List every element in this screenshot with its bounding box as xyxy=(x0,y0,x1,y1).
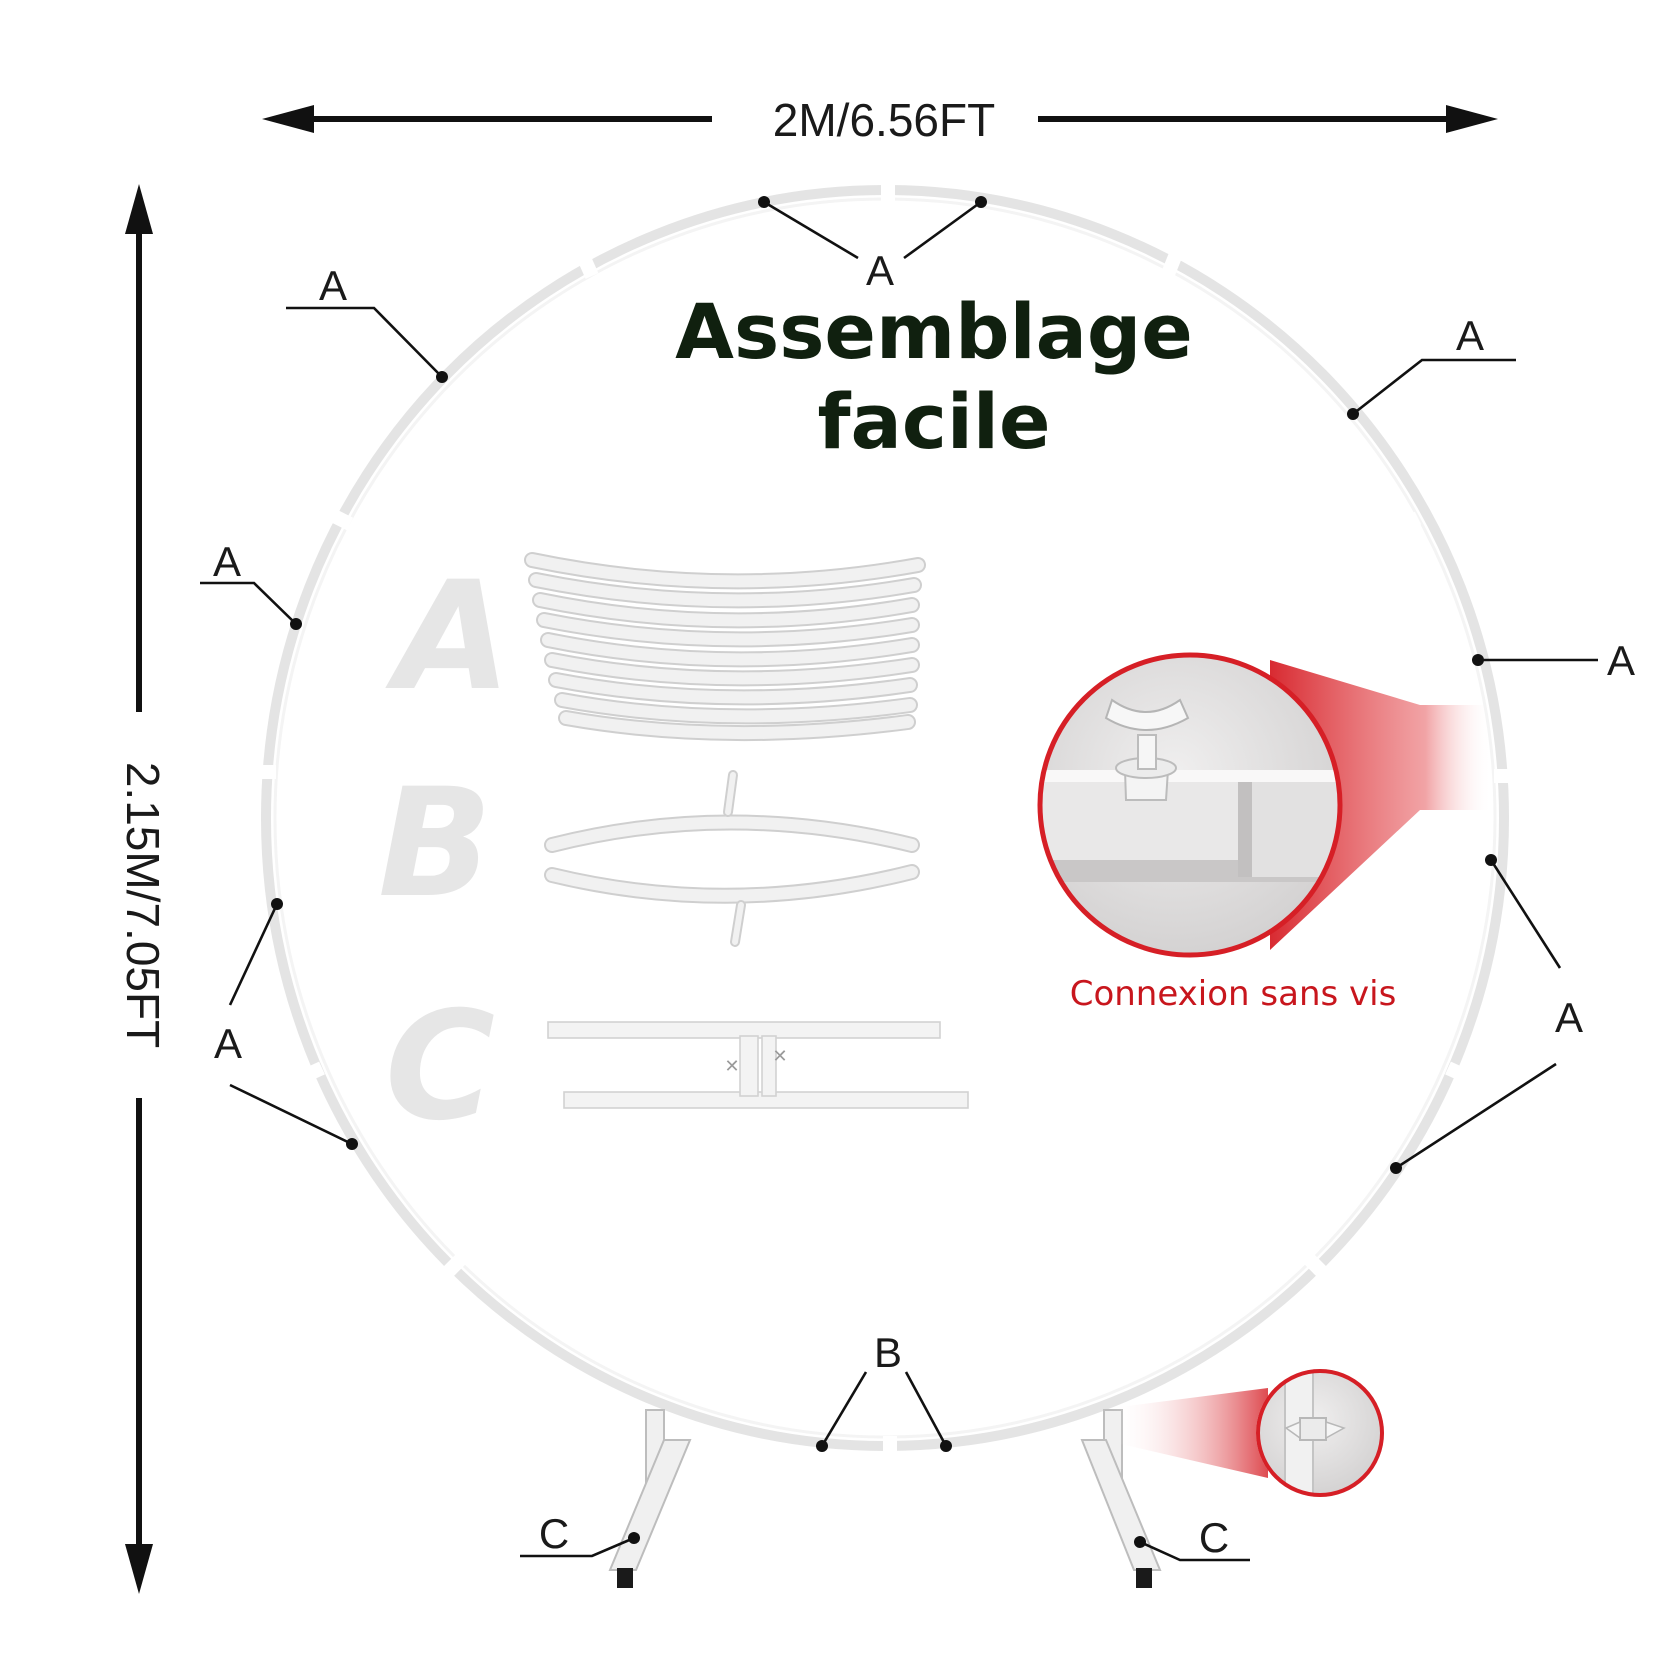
label-a-lower-right: A xyxy=(1390,854,1583,1174)
width-arrow-right-head xyxy=(1446,105,1498,133)
height-label: 2.15M/7.05FT xyxy=(117,762,169,1048)
arch-segment-joints xyxy=(254,180,1516,1458)
height-dimension: 2.15M/7.05FT xyxy=(117,184,169,1594)
svg-text:A: A xyxy=(319,262,347,309)
callout-caption: Connexion sans vis xyxy=(1070,974,1397,1014)
svg-text:A: A xyxy=(1456,312,1484,359)
width-dimension: 2M/6.56FT xyxy=(262,94,1498,146)
small-zoom-beam xyxy=(1112,1388,1268,1478)
title-line-2: facile xyxy=(817,377,1050,466)
label-a-right: A xyxy=(1472,637,1635,684)
width-arrow-left-head xyxy=(262,105,314,133)
label-b-bottom: B xyxy=(816,1329,952,1452)
zoom-beam xyxy=(1270,660,1492,950)
svg-text:A: A xyxy=(214,1020,242,1067)
label-a-lower-left: A xyxy=(214,898,358,1150)
label-a-middle-left: A xyxy=(200,538,302,630)
zoom-callout-ring xyxy=(1037,652,1343,958)
small-zoom-callout xyxy=(1256,1369,1384,1497)
parts-letter-c: C xyxy=(385,980,495,1154)
left-stand-foot-cap xyxy=(617,1568,633,1588)
height-arrow-top-head xyxy=(125,184,153,234)
small-zoom-ring xyxy=(1256,1369,1384,1497)
circle-arch xyxy=(254,180,1516,1458)
part-labels: A A A A A A xyxy=(200,196,1635,1562)
svg-text:A: A xyxy=(1555,994,1583,1041)
svg-text:A: A xyxy=(866,247,894,294)
svg-text:A: A xyxy=(213,538,241,585)
part-c-wingnut-icon: ✕ xyxy=(724,1056,739,1076)
right-stand-foot-cap xyxy=(1136,1568,1152,1588)
parts-letter-b: B xyxy=(378,757,492,931)
title-line-1: Assemblage xyxy=(675,287,1193,376)
width-label: 2M/6.56FT xyxy=(773,94,995,146)
part-b-bottom-tubes xyxy=(544,770,920,947)
label-a-upper-right: A xyxy=(1347,312,1516,420)
svg-text:B: B xyxy=(874,1329,902,1376)
label-c-right: C xyxy=(1134,1514,1250,1562)
label-a-top: A xyxy=(758,196,987,294)
label-a-upper-left: A xyxy=(286,262,448,383)
left-stand xyxy=(608,1409,692,1588)
part-a-curved-tubes xyxy=(524,552,926,742)
label-c-left: C xyxy=(520,1510,640,1558)
height-arrow-bottom-head xyxy=(125,1544,153,1594)
svg-text:A: A xyxy=(1607,637,1635,684)
parts-letter-a: A xyxy=(385,550,511,724)
part-c-base-bars: ✕ ✕ xyxy=(547,1021,969,1109)
zoom-callout xyxy=(1037,652,1343,958)
svg-text:C: C xyxy=(1199,1514,1229,1561)
part-c-wingnut-icon-2: ✕ xyxy=(772,1046,787,1066)
svg-text:C: C xyxy=(539,1510,569,1557)
